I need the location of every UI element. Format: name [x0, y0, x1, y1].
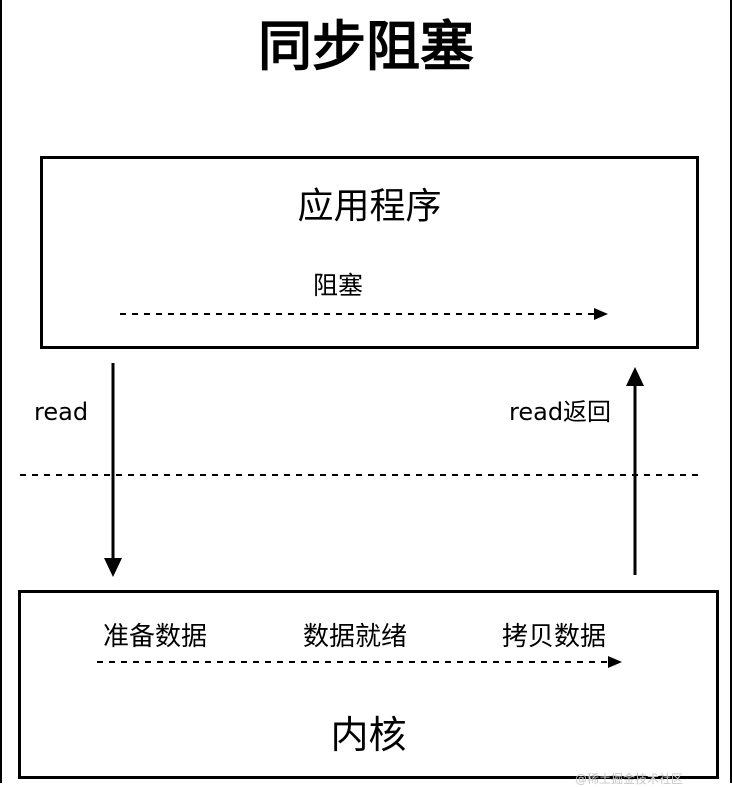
read-return-arrowhead: [626, 367, 644, 386]
read-call-label: read: [34, 398, 89, 426]
kernel-title: 内核: [330, 713, 407, 757]
step-copy-data: 拷贝数据: [502, 622, 607, 652]
read-call-arrowhead: [104, 558, 122, 577]
blocking-arrowhead: [594, 308, 608, 320]
right-frame-edge: [730, 0, 732, 783]
read-return-label: read返回: [509, 398, 612, 426]
step-prepare-data: 准备数据: [103, 622, 208, 652]
application-box: 应用程序 阻塞: [40, 156, 699, 349]
step-data-ready: 数据就绪: [303, 622, 408, 652]
watermark: @稀土掘金技术社区: [575, 772, 684, 786]
left-frame-edge: [0, 0, 2, 783]
blocking-label: 阻塞: [313, 271, 364, 300]
application-title: 应用程序: [297, 186, 442, 227]
kernel-process-arrowhead: [608, 656, 622, 668]
kernel-box: 准备数据 数据就绪 拷贝数据 内核: [18, 590, 719, 779]
diagram-title: 同步阻塞: [258, 15, 474, 78]
